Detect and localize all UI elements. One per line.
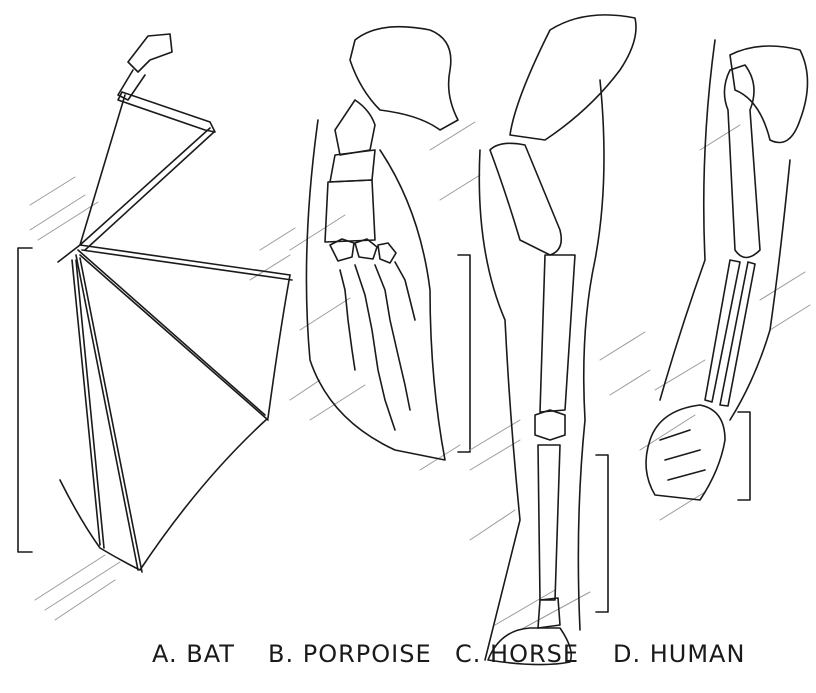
label-horse: C. HORSE [455, 640, 579, 668]
porpoise-shading [290, 122, 480, 470]
horse-bracket [596, 455, 608, 612]
label-human: D. HUMAN [613, 640, 745, 668]
horse-shading [470, 332, 650, 630]
label-porpoise: B. PORPOISE [268, 640, 432, 668]
bat-bracket [18, 248, 32, 552]
porpoise-flipper [290, 27, 480, 470]
porpoise-bracket [458, 255, 470, 452]
bat-wing [30, 34, 320, 620]
human-shading [640, 125, 810, 520]
bat-shading [30, 177, 320, 620]
label-bat: A. BAT [152, 640, 235, 668]
human-bracket [738, 412, 750, 500]
horse-leg [470, 15, 650, 665]
human-arm [640, 40, 810, 520]
